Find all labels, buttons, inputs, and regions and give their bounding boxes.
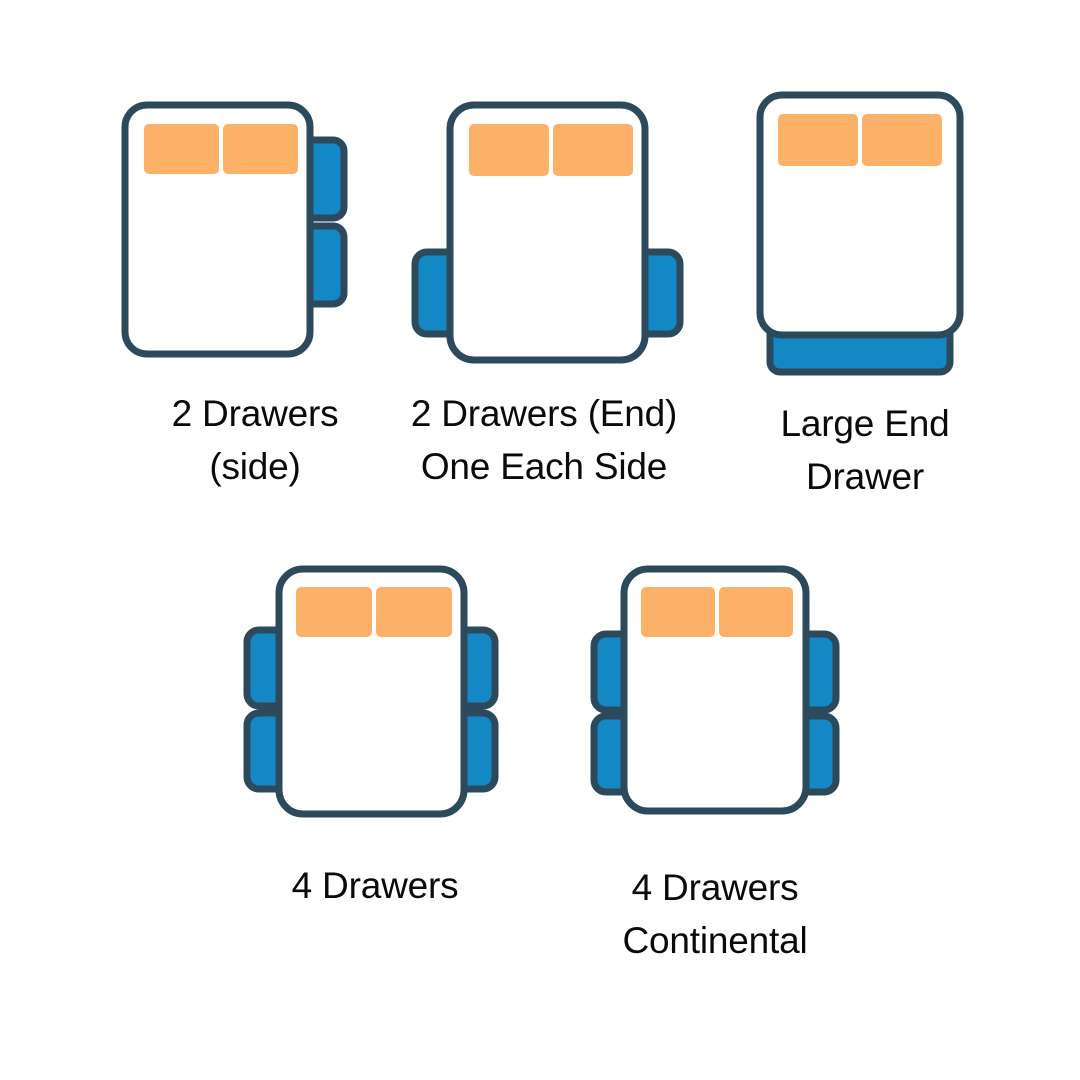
bed-label-large-end-drawer: Large End Drawer: [780, 403, 950, 497]
pillow-group: [641, 587, 793, 637]
bed-label-4-drawers-continental: 4 Drawers Continental: [622, 867, 808, 961]
bed-icon-2-drawers-end: [411, 101, 684, 364]
bed-option-4-drawers[interactable]: [236, 556, 506, 826]
pillow-group: [469, 124, 633, 176]
pillow-right: [719, 587, 793, 637]
bed-icon-4-drawers-continental: [590, 565, 840, 815]
pillow-group: [144, 124, 298, 174]
bed-icon-4-drawers: [243, 565, 499, 818]
pillow-left: [778, 114, 858, 166]
bed-icon-2-drawers-side: [121, 101, 348, 358]
pillow-group: [778, 114, 942, 166]
pillow-right: [223, 124, 298, 174]
bed-label-2-drawers-end: 2 Drawers (End) One Each Side: [410, 393, 678, 487]
pillow-group: [296, 587, 452, 637]
bed-option-4-drawers-continental[interactable]: [586, 556, 846, 826]
pillow-right: [553, 124, 633, 176]
bed-option-2-drawers-side[interactable]: [108, 92, 358, 372]
pillow-left: [469, 124, 549, 176]
bed-option-large-end-drawer[interactable]: [752, 82, 972, 382]
pillow-right: [376, 587, 452, 637]
pillow-left: [144, 124, 219, 174]
pillow-left: [296, 587, 372, 637]
pillow-left: [641, 587, 715, 637]
bed-option-2-drawers-end[interactable]: [405, 92, 690, 372]
bed-icon-large-end-drawer: [756, 91, 964, 376]
bed-label-4-drawers: 4 Drawers: [291, 865, 459, 906]
pillow-right: [862, 114, 942, 166]
bed-label-2-drawers-side: 2 Drawers (side): [171, 393, 339, 487]
